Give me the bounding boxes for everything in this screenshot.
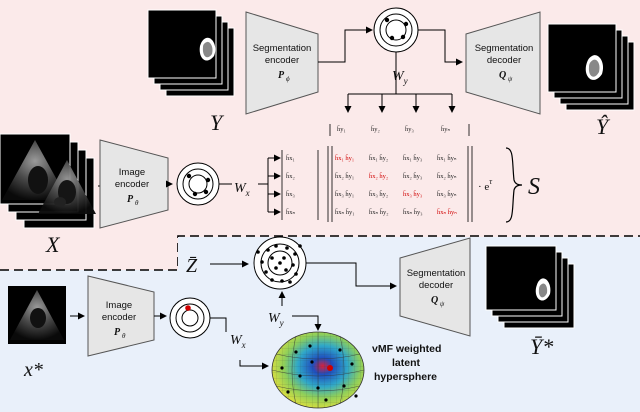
ystar-mask-stack bbox=[485, 245, 575, 329]
seg-decoder-top-block: Segmentation decoder Q ψ bbox=[465, 11, 541, 115]
arrow-wx-to-hypersphere bbox=[239, 360, 269, 370]
seg-decoder-bottom-param-sub: ψ bbox=[440, 300, 445, 308]
image-encoder-bottom-param: P bbox=[114, 327, 121, 338]
vmf-label-line2: latent bbox=[392, 357, 421, 369]
image-encoder-middle-param-sub: θ bbox=[135, 199, 139, 207]
yhat-mask-stack bbox=[547, 23, 635, 111]
wx-middle-label: Wx bbox=[234, 181, 250, 198]
y-mask-stack bbox=[147, 9, 235, 97]
image-encoder-bottom-line2: encoder bbox=[102, 312, 136, 323]
wy-hypersphere-icon bbox=[373, 7, 419, 53]
wy-bottom-label: Wy bbox=[268, 311, 284, 328]
seg-encoder-param-sub: ϕ bbox=[286, 75, 290, 83]
hy-header-3: h̄y₃ bbox=[405, 126, 414, 133]
wy-top-label: Wy bbox=[392, 69, 408, 86]
matrix-cell-3-n: h̄x₃ h̄yₙ bbox=[437, 191, 457, 198]
matrix-cell-n-3: h̄xₙ h̄y₃ bbox=[403, 209, 422, 216]
y-label: Y bbox=[210, 110, 225, 135]
ystar-label: Ȳ* bbox=[530, 334, 553, 359]
s-label: S bbox=[528, 174, 540, 200]
matrix-cell-1-1: h̄x₁ h̄y₁ bbox=[335, 155, 354, 162]
hy-header-1: h̄y₁ bbox=[337, 126, 346, 133]
top-region-bg bbox=[0, 0, 640, 270]
x-label: X bbox=[45, 232, 61, 257]
matrix-cell-2-1: h̄x₂ h̄y₁ bbox=[335, 173, 354, 180]
matrix-cell-3-2: h̄x₃ h̄y₂ bbox=[369, 191, 388, 198]
matrix-cell-3-1: h̄x₃ h̄y₁ bbox=[335, 191, 354, 198]
arrow-encoder-to-wy bbox=[318, 26, 373, 63]
seg-encoder-line2: encoder bbox=[265, 55, 299, 66]
matrix-cell-1-n: h̄x₁ h̄yₙ bbox=[437, 155, 457, 162]
matrix-cell-2-n: h̄x₂ h̄yₙ bbox=[437, 173, 457, 180]
seg-decoder-top-param-sub: ψ bbox=[508, 75, 513, 83]
hy-header-2: h̄y₂ bbox=[371, 126, 380, 133]
temperature-scale: · eτ bbox=[478, 177, 493, 193]
hx-row-n: h̄xₙ bbox=[286, 209, 296, 216]
zbar-hypersphere-icon bbox=[253, 236, 307, 290]
seg-decoder-bottom-block: Segmentation decoder Q ψ bbox=[399, 237, 471, 337]
seg-encoder-line1: Segmentation bbox=[253, 43, 312, 54]
seg-decoder-top-line2: decoder bbox=[487, 55, 521, 66]
seg-encoder-param: P bbox=[278, 70, 285, 81]
arrow-wy-to-decoder bbox=[418, 29, 463, 66]
image-encoder-bottom-line1: Image bbox=[106, 300, 132, 311]
image-encoder-middle-line1: Image bbox=[119, 167, 145, 178]
hx-row-3: h̄x₃ bbox=[286, 191, 295, 198]
matrix-cell-3-3: h̄x₃ h̄y₃ bbox=[403, 191, 422, 198]
zbar-label: Z̄ bbox=[186, 255, 198, 277]
arrow-zbar-to-decoder bbox=[306, 262, 397, 290]
matrix-cell-n-1: h̄xₙ h̄y₁ bbox=[335, 209, 354, 216]
image-encoder-middle-param: P bbox=[127, 194, 134, 205]
image-encoder-middle-block: Image encoder P θ bbox=[99, 139, 169, 229]
matrix-cell-1-2: h̄x₁ h̄y₂ bbox=[369, 155, 388, 162]
arrow-wx-down bbox=[210, 317, 227, 332]
s-brace bbox=[505, 147, 523, 223]
hy-header-row: h̄y₁ h̄y₂ h̄y₃ h̄yₙ bbox=[329, 124, 470, 136]
x-image-stack bbox=[0, 133, 96, 229]
wx-fork-arrows bbox=[258, 154, 281, 216]
vmf-hypersphere bbox=[271, 331, 365, 409]
xstar-hypersphere-icon bbox=[169, 297, 211, 339]
matrix-cell-n-n: h̄xₙ h̄yₙ bbox=[437, 209, 457, 216]
wx-bottom-label: Wx bbox=[230, 333, 246, 350]
seg-decoder-top-line1: Segmentation bbox=[475, 43, 534, 54]
similarity-matrix: h̄x₁ h̄y₁ h̄x₁ h̄y₂ h̄x₁ h̄y₃ h̄x₁ h̄yₙ … bbox=[327, 146, 473, 222]
hx-row-2: h̄x₂ bbox=[286, 173, 295, 180]
hy-header-n: h̄yₙ bbox=[441, 126, 451, 133]
matrix-cell-n-2: h̄xₙ h̄y₂ bbox=[369, 209, 388, 216]
matrix-cell-2-3: h̄x₂ h̄y₃ bbox=[403, 173, 422, 180]
matrix-cell-2-2: h̄x₂ h̄y₂ bbox=[369, 173, 388, 180]
seg-decoder-top-param: Q bbox=[499, 70, 506, 81]
vmf-label-line3: hypersphere bbox=[374, 371, 437, 383]
seg-decoder-bottom-param: Q bbox=[431, 295, 438, 306]
image-encoder-bottom-block: Image encoder P θ bbox=[87, 275, 155, 357]
wy-fork-arrows bbox=[344, 52, 456, 113]
image-encoder-middle-line2: encoder bbox=[115, 179, 149, 190]
hx-row-labels: h̄x₁ h̄x₂ h̄x₃ h̄xₙ bbox=[281, 150, 319, 220]
image-encoder-bottom-param-sub: θ bbox=[122, 332, 126, 340]
xstar-label: x* bbox=[23, 359, 43, 381]
arrow-wy-to-hypersphere bbox=[292, 315, 322, 331]
dashed-separator bbox=[0, 235, 640, 271]
matrix-cell-1-3: h̄x₁ h̄y₃ bbox=[403, 155, 422, 162]
hx-row-1: h̄x₁ bbox=[286, 155, 295, 162]
wx-hypersphere-icon bbox=[176, 162, 220, 206]
yhat-label: Ŷ bbox=[596, 114, 611, 139]
seg-encoder-block: Segmentation encoder P ϕ bbox=[245, 11, 319, 115]
seg-decoder-bottom-line1: Segmentation bbox=[407, 268, 466, 279]
seg-decoder-bottom-line2: decoder bbox=[419, 280, 453, 291]
xstar-image bbox=[8, 286, 66, 344]
vmf-label-line1: vMF weighted bbox=[372, 343, 441, 355]
